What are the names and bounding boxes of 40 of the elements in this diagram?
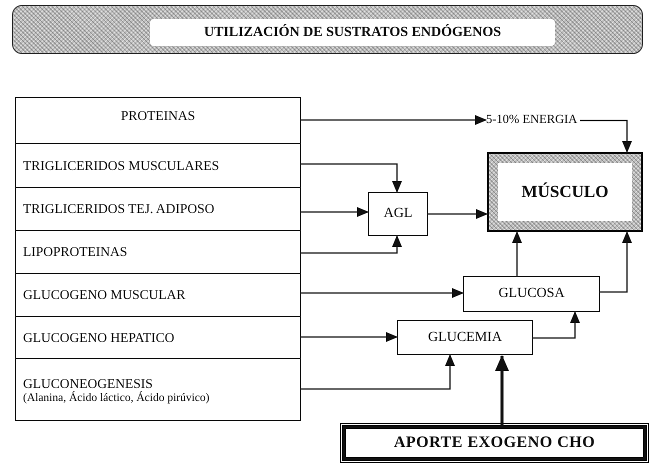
table-row bbox=[15, 358, 301, 421]
arrow bbox=[301, 332, 398, 342]
arrow bbox=[600, 231, 632, 293]
process-box bbox=[463, 276, 600, 312]
table-row bbox=[15, 97, 301, 144]
process-box bbox=[368, 192, 428, 236]
node-text: GLUCONEOGENESIS bbox=[23, 376, 154, 391]
node-text: MÚSCULO bbox=[522, 182, 608, 202]
node-text: GLUCEMIA bbox=[428, 330, 502, 346]
node-text: TRIGLICERIDOS TEJ. ADIPOSO bbox=[23, 201, 216, 217]
note-text: (Alanina, Ácido láctico, Ácido pirúvico) bbox=[23, 392, 210, 404]
process-box bbox=[397, 320, 533, 355]
node-text: GLUCOGENO HEPATICO bbox=[23, 330, 176, 346]
arrow bbox=[495, 355, 509, 425]
node-text: LIPOPROTEINAS bbox=[23, 244, 128, 260]
arrow bbox=[301, 288, 464, 298]
node-text: GLUCOGENO MUSCULAR bbox=[23, 287, 186, 303]
title: UTILIZACIÓN DE SUSTRATOS ENDÓGENOS bbox=[150, 19, 555, 46]
table-row bbox=[15, 187, 301, 231]
node-text: 5-10% ENERGIA bbox=[486, 112, 578, 127]
arrow bbox=[512, 231, 522, 276]
table-row bbox=[15, 273, 301, 317]
arrow bbox=[301, 207, 369, 217]
arrow bbox=[428, 209, 488, 219]
node-text: GLUCOSA bbox=[498, 286, 565, 302]
arrow bbox=[301, 163, 402, 193]
arrow bbox=[301, 115, 487, 125]
arrow bbox=[301, 354, 455, 390]
table-row bbox=[15, 316, 301, 359]
arrow bbox=[580, 120, 632, 153]
table-row bbox=[15, 230, 301, 274]
node-text: TRIGLICERIDOS MUSCULARES bbox=[23, 158, 220, 174]
node-text: APORTE EXOGENO CHO bbox=[394, 434, 596, 452]
table-row bbox=[15, 143, 301, 188]
node-text: AGL bbox=[384, 206, 412, 222]
target-box bbox=[487, 152, 643, 232]
node-text: PROTEINAS bbox=[120, 108, 196, 124]
arrow bbox=[533, 311, 580, 339]
arrow bbox=[301, 235, 402, 254]
input-box bbox=[342, 425, 647, 461]
